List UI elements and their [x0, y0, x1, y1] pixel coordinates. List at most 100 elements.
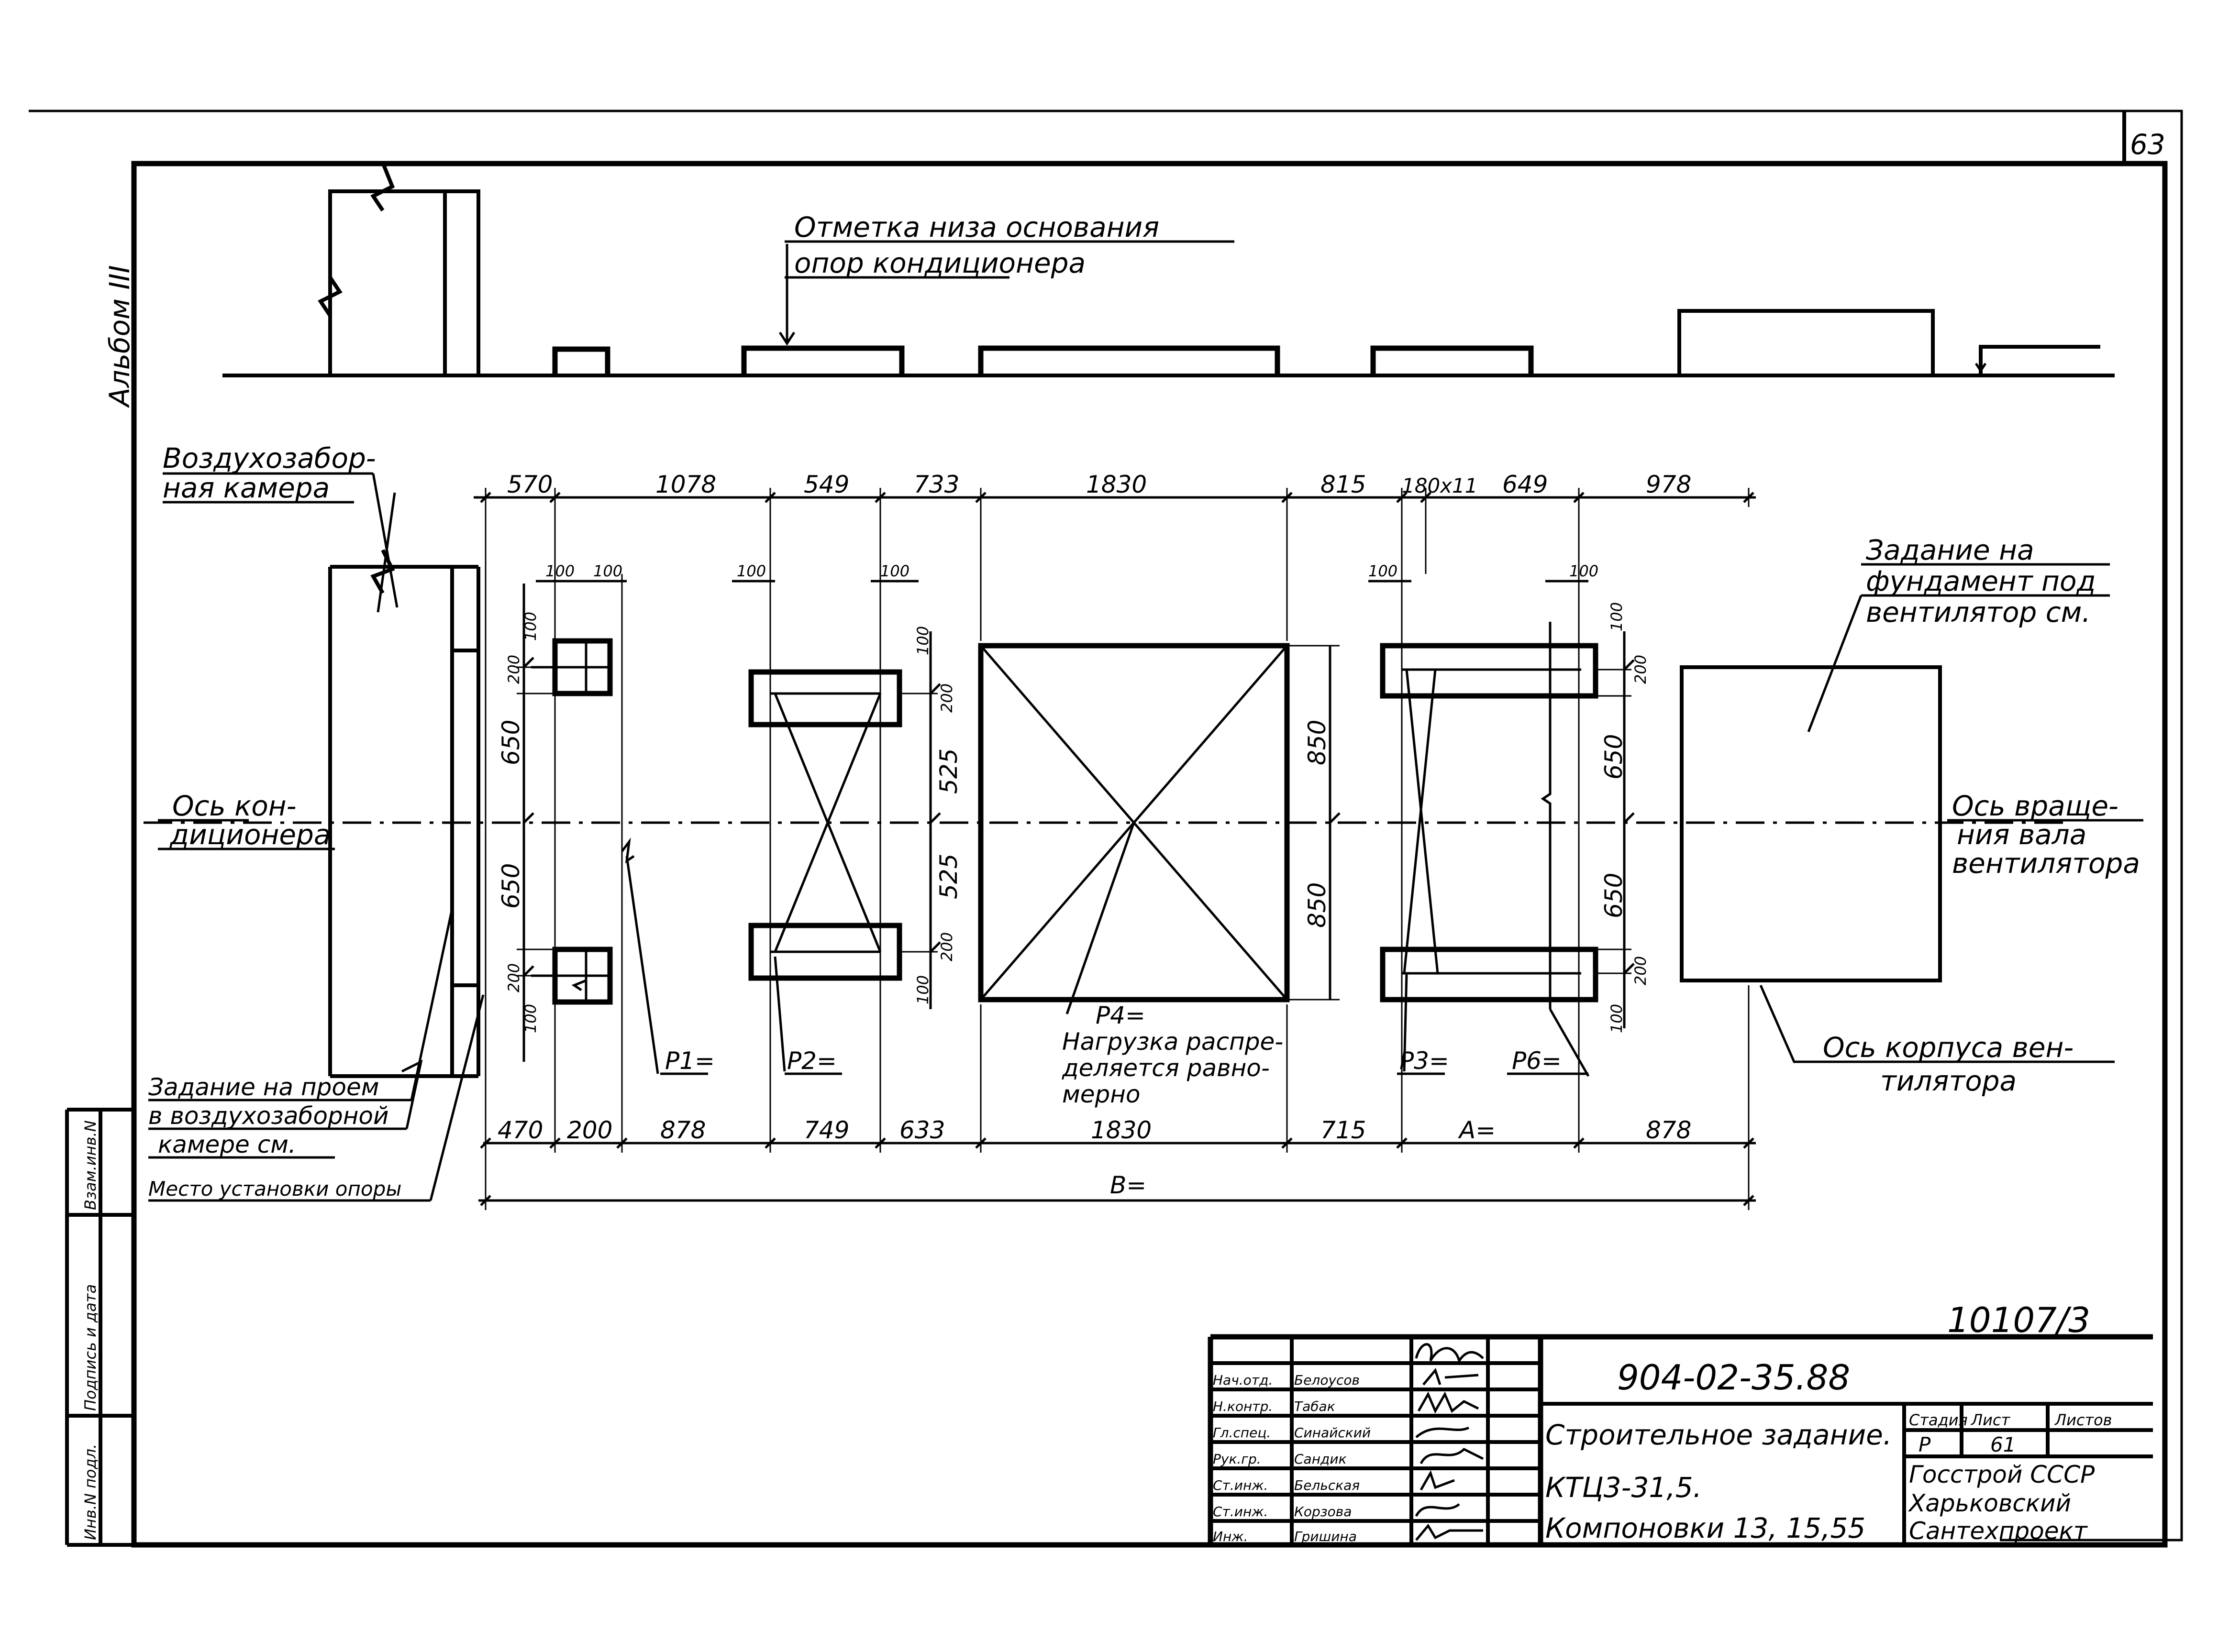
page-number: 63	[2130, 128, 2165, 161]
load-p4-line3: деляется равно-	[1062, 1054, 1270, 1082]
air-chamber-line1: Воздухозабор-	[163, 442, 376, 474]
fan-shaft-axis-line3: вентилятора	[1952, 847, 2140, 880]
support-place-label: Место установки опоры	[148, 1177, 401, 1200]
dim-bottom-4: 633	[899, 1116, 945, 1144]
dim-block-850-b: 850	[1303, 882, 1331, 928]
dim-mid-525-a: 525	[935, 749, 963, 794]
support-4-block	[978, 643, 1290, 1014]
axis-label-rules	[158, 819, 2143, 850]
sheet-header: Лист	[1971, 1411, 2010, 1429]
left-strip-field3: Инв.N подл.	[81, 1444, 100, 1540]
album-label: Альбом III	[103, 265, 136, 408]
support-3	[1380, 574, 1598, 1114]
dim-left-100-a: 100	[521, 612, 540, 641]
org-line1: Госстрой СССР	[1909, 1461, 2095, 1488]
dim-small-100-a: 100	[545, 562, 575, 580]
left-vertical-dims	[517, 584, 555, 1062]
dim-mid-100-a: 100	[914, 626, 932, 655]
designation: 904-02-35.88	[1617, 1357, 1850, 1398]
sheets-header: Листов	[2054, 1411, 2112, 1429]
dim-top-1: 1078	[655, 471, 716, 498]
dim-bottom-7: A=	[1458, 1116, 1496, 1144]
dim-right-100-a: 100	[1608, 602, 1626, 631]
title-block	[1208, 1334, 2153, 1545]
left-strip	[65, 1108, 134, 1547]
staff-role-5: Ст.инж.	[1213, 1504, 1268, 1520]
dim-small-100-d: 100	[880, 562, 909, 580]
opening-task-line1: Задание на проем	[148, 1073, 379, 1101]
title-line1: Строительное задание.	[1545, 1419, 1892, 1451]
dim-mid-525-b: 525	[935, 854, 963, 899]
left-notes	[148, 908, 485, 1202]
dim-small-100-e: 100	[1368, 562, 1397, 580]
load-p6: P6=	[1512, 1047, 1562, 1075]
top-dimension-chain	[474, 488, 1756, 641]
conditioner-axis-line2: диционера	[169, 818, 331, 851]
load-p4-line2: Нагрузка распре-	[1062, 1028, 1283, 1056]
dim-top-4: 1830	[1086, 471, 1147, 498]
dim-right-200-b: 200	[1631, 956, 1650, 985]
fan-foundation-line2: фундамент под	[1866, 565, 2096, 597]
staff-name-5: Корзова	[1294, 1504, 1352, 1520]
title-line3: Компоновки 13, 15,55	[1545, 1512, 1865, 1544]
sheet-value: 61	[1990, 1433, 2016, 1456]
title-line2: КТЦ3-31,5.	[1545, 1471, 1702, 1504]
dim-left-650-b: 650	[497, 863, 525, 909]
staff-name-3: Сандик	[1294, 1451, 1347, 1467]
dim-bottom-8: 878	[1646, 1116, 1691, 1144]
opening-task-line3: камере см.	[158, 1131, 296, 1158]
elevation-view	[222, 162, 2115, 377]
dim-overall: B=	[1110, 1171, 1146, 1199]
left-strip-field2: Подпись и дата	[81, 1284, 100, 1411]
staff-role-3: Рук.гр.	[1213, 1451, 1261, 1467]
dim-bottom-5: 1830	[1091, 1116, 1152, 1144]
fan-shaft-axis-line1: Ось враще-	[1952, 790, 2118, 822]
dim-left-200-b: 200	[505, 963, 523, 992]
dim-top-0: 570	[507, 471, 553, 498]
dim-top-2: 549	[804, 471, 849, 498]
dim-right-650-b: 650	[1600, 873, 1628, 918]
archive-number: 10107/3	[1947, 1300, 2090, 1340]
left-strip-field1: Взам.инв.N	[81, 1120, 100, 1210]
dim-top-8: 978	[1646, 471, 1691, 498]
staff-role-6: Инж.	[1213, 1529, 1248, 1544]
dim-right-100-b: 100	[1608, 1004, 1626, 1033]
right-vertical-dims	[1596, 631, 1635, 1028]
load-p2: P2=	[787, 1047, 837, 1075]
load-p4-line1: P4=	[1096, 1002, 1145, 1029]
fan-body-axis-line1: Ось корпуса вен-	[1823, 1031, 2074, 1064]
opening-task-line2: в воздухозаборной	[148, 1102, 389, 1130]
load-p3: P3=	[1399, 1047, 1449, 1075]
dim-bottom-3: 749	[804, 1116, 849, 1144]
dim-small-100-c: 100	[737, 562, 766, 580]
staff-name-4: Бельская	[1294, 1477, 1360, 1493]
staff-name-1: Табак	[1294, 1399, 1335, 1414]
dim-top-5: 815	[1320, 471, 1366, 498]
dim-bottom-0: 470	[498, 1116, 543, 1144]
staff-role-4: Ст.инж.	[1213, 1477, 1268, 1493]
bottom-dimension-chain	[478, 985, 1756, 1210]
fan-foundation	[1680, 563, 2115, 1063]
dim-left-100-b: 100	[521, 1004, 540, 1033]
dim-left-650-a: 650	[497, 720, 525, 765]
stage-header: Стадия	[1909, 1411, 1968, 1429]
fan-body-axis-line2: тилятора	[1880, 1065, 2017, 1097]
dim-block-850-a: 850	[1303, 720, 1331, 765]
signatures	[1415, 1343, 1484, 1541]
dim-mid-200-a: 200	[938, 683, 956, 713]
dim-top-7: 649	[1502, 471, 1548, 498]
dim-left-200-a: 200	[505, 655, 523, 684]
dim-top-6: 180x11	[1402, 474, 1477, 497]
load-p4-line4: мерно	[1062, 1080, 1141, 1108]
air-chamber-line2: ная камера	[163, 472, 330, 504]
stage-value: Р	[1919, 1433, 1931, 1456]
fan-shaft-axis-line2: ния вала	[1957, 818, 2086, 851]
support2-vertical-dims	[899, 631, 941, 1009]
dim-small-100-b: 100	[593, 562, 622, 580]
dim-top-3: 733	[914, 471, 959, 498]
dim-bottom-2: 878	[660, 1116, 706, 1144]
fan-foundation-line3: вентилятор см.	[1866, 596, 2091, 628]
dim-bottom-1: 200	[567, 1116, 612, 1144]
fan-foundation-line1: Задание на	[1866, 534, 2034, 566]
